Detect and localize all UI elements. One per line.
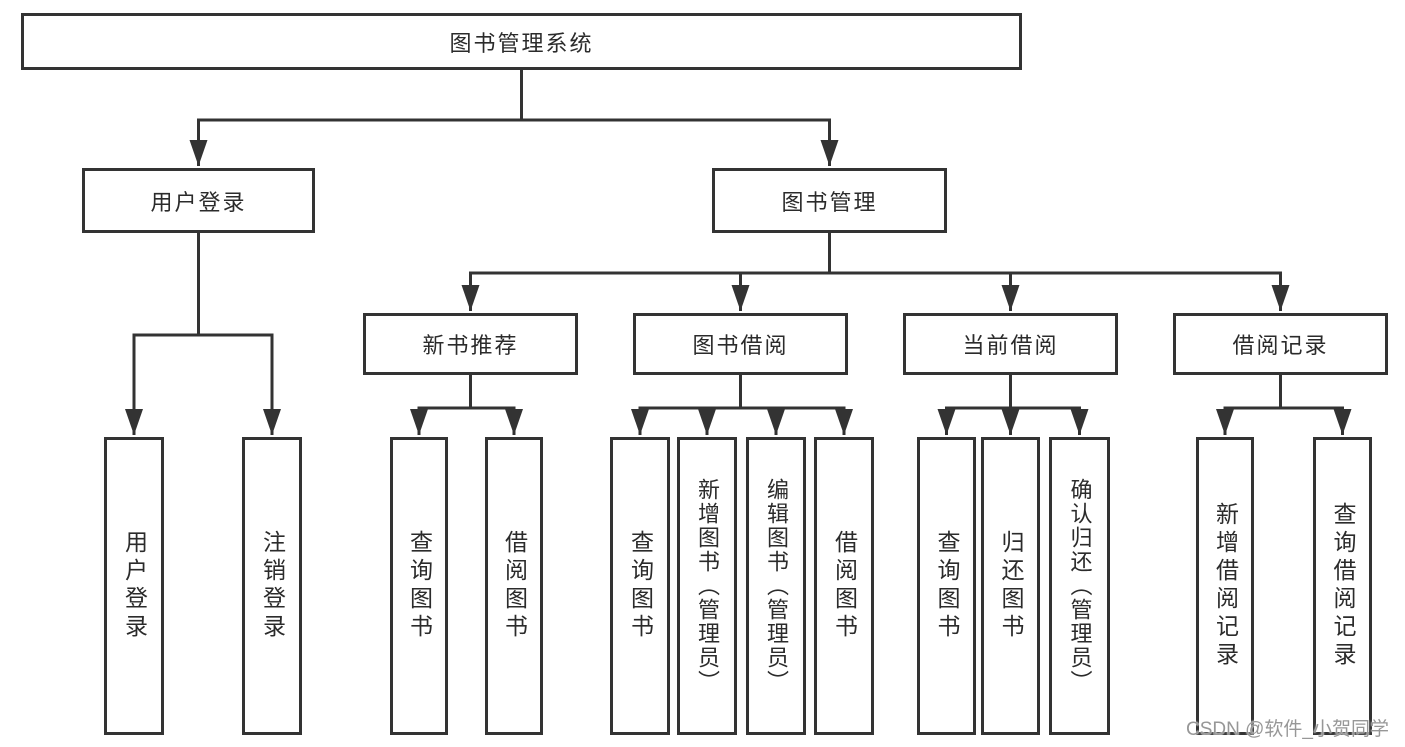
node-current-borrowing: 当前借阅 <box>903 313 1118 375</box>
leaf-cb-query-books: 查询图书 <box>917 437 976 735</box>
leaf-rec-borrow-books: 借阅图书 <box>485 437 543 735</box>
leaf-user-login: 用户登录 <box>104 437 164 735</box>
node-label: 查询图书 <box>406 530 433 642</box>
node-user-login: 用户登录 <box>82 168 315 233</box>
node-label: 借阅图书 <box>831 530 858 642</box>
node-label: 查询借阅记录 <box>1330 502 1356 670</box>
watermark: CSDN @软件_小贺同学 <box>1186 719 1389 740</box>
leaf-cb-confirm-return-admin: 确认归还（管理员） <box>1049 437 1110 735</box>
node-label: 用户登录 <box>150 189 247 215</box>
node-label: 注销登录 <box>259 530 286 642</box>
node-borrowing-records: 借阅记录 <box>1173 313 1388 375</box>
node-label: 图书借阅 <box>692 333 789 358</box>
node-label: 借阅图书 <box>501 530 528 642</box>
leaf-rec-query-books: 查询图书 <box>390 437 448 735</box>
node-label: 当前借阅 <box>962 333 1059 358</box>
leaf-bb-add-books-admin: 新增图书（管理员） <box>677 437 737 735</box>
node-label: 查询图书 <box>934 530 960 642</box>
node-label: 图书管理系统 <box>449 30 594 56</box>
leaf-cb-return-books: 归还图书 <box>981 437 1040 735</box>
node-label: 确认归还（管理员） <box>1067 478 1093 694</box>
node-label: 归还图书 <box>998 530 1024 642</box>
leaf-br-query-record: 查询借阅记录 <box>1313 437 1372 735</box>
node-label: 用户登录 <box>121 530 148 642</box>
leaf-logout: 注销登录 <box>242 437 302 735</box>
node-book-management: 图书管理 <box>712 168 947 233</box>
leaf-bb-borrow-books: 借阅图书 <box>814 437 874 735</box>
node-book-borrowing: 图书借阅 <box>633 313 848 375</box>
node-label: 新增借阅记录 <box>1212 502 1239 670</box>
leaf-bb-edit-books-admin: 编辑图书（管理员） <box>746 437 806 735</box>
node-label: 新增图书（管理员） <box>695 478 720 694</box>
node-label: 查询图书 <box>627 530 654 642</box>
node-library-management-system: 图书管理系统 <box>21 13 1022 70</box>
node-label: 借阅记录 <box>1232 333 1329 358</box>
node-label: 新书推荐 <box>422 333 519 358</box>
node-label: 编辑图书（管理员） <box>764 478 789 694</box>
node-label: 图书管理 <box>781 189 878 215</box>
leaf-br-add-record: 新增借阅记录 <box>1196 437 1254 735</box>
leaf-bb-query-books: 查询图书 <box>610 437 670 735</box>
node-new-book-recommendation: 新书推荐 <box>363 313 578 375</box>
